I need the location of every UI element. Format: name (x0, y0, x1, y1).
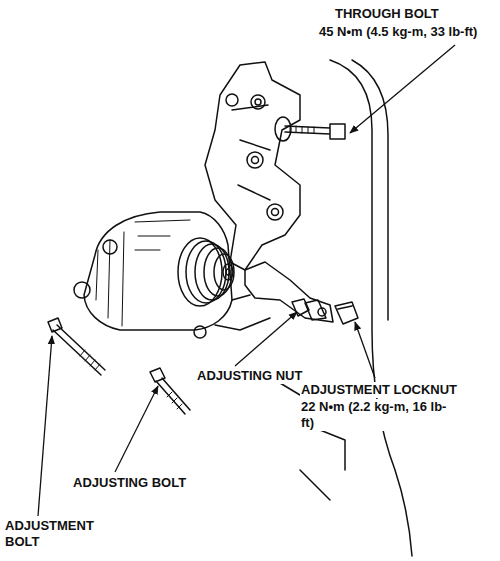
engine-block (330, 60, 412, 556)
leader-line (235, 312, 297, 366)
part-label: ADJUSTING BOLT (72, 475, 187, 491)
part-label: THROUGH BOLT (334, 6, 440, 22)
leader-line (38, 336, 52, 516)
alternator-pulley (178, 238, 234, 306)
torque-spec: 45 N•m (4.5 kg-m, 33 lb-ft) (318, 24, 478, 40)
adjusting-bracket (245, 262, 333, 322)
part-label: ADJUSTMENT LOCKNUT (300, 382, 458, 398)
through-bolt (285, 124, 345, 139)
part-label: ADJUSTMENT BOLT (4, 518, 106, 550)
leader-line (355, 322, 375, 378)
adjustment-bolt (48, 318, 105, 375)
engine-block (275, 380, 345, 500)
alternator (84, 212, 232, 330)
leader-line (350, 45, 455, 133)
torque-spec: 22 N•m (2.2 kg-m, 16 lb-ft) (300, 399, 452, 431)
alternator-bracket (232, 105, 270, 200)
engine-block (352, 60, 388, 320)
alternator-bracket (205, 62, 300, 270)
adjustment-locknut (335, 302, 358, 324)
part-label: ADJUSTING NUT (196, 368, 303, 384)
leader-line (115, 386, 158, 472)
